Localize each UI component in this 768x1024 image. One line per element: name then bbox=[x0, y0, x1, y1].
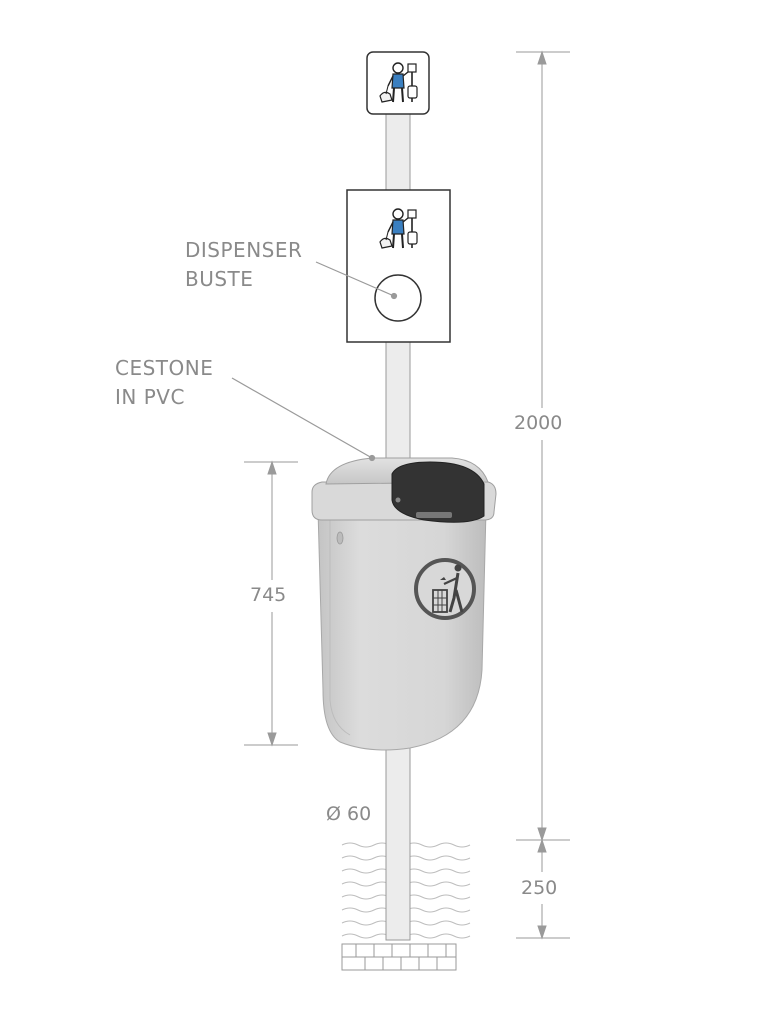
leader-lines bbox=[231, 261, 398, 462]
dimension-bin-height bbox=[244, 460, 298, 747]
bin-height-value: 745 bbox=[250, 584, 287, 606]
dispenser-label: DISPENSER BUSTE bbox=[185, 236, 302, 294]
dispenser-label-line2: BUSTE bbox=[185, 267, 254, 291]
foundation-bricks bbox=[341, 943, 457, 971]
dispenser-opening bbox=[374, 274, 422, 322]
pvc-bin bbox=[311, 457, 497, 751]
dispenser-label-line1: DISPENSER bbox=[185, 238, 303, 262]
bag-dispenser bbox=[346, 189, 451, 343]
bin-label-line1: CESTONE bbox=[115, 356, 214, 380]
dimension-underground-depth bbox=[516, 838, 570, 940]
total-height-value: 2000 bbox=[514, 412, 563, 434]
bin-label: CESTONE IN PVC bbox=[115, 354, 213, 412]
litter-disposal-icon bbox=[414, 558, 476, 620]
dimension-total-height bbox=[516, 50, 570, 842]
underground-depth-value: 250 bbox=[521, 877, 558, 899]
bin-label-line2: IN PVC bbox=[115, 385, 185, 409]
top-sign bbox=[366, 51, 430, 115]
pole-diameter-value: Ø 60 bbox=[326, 803, 372, 825]
